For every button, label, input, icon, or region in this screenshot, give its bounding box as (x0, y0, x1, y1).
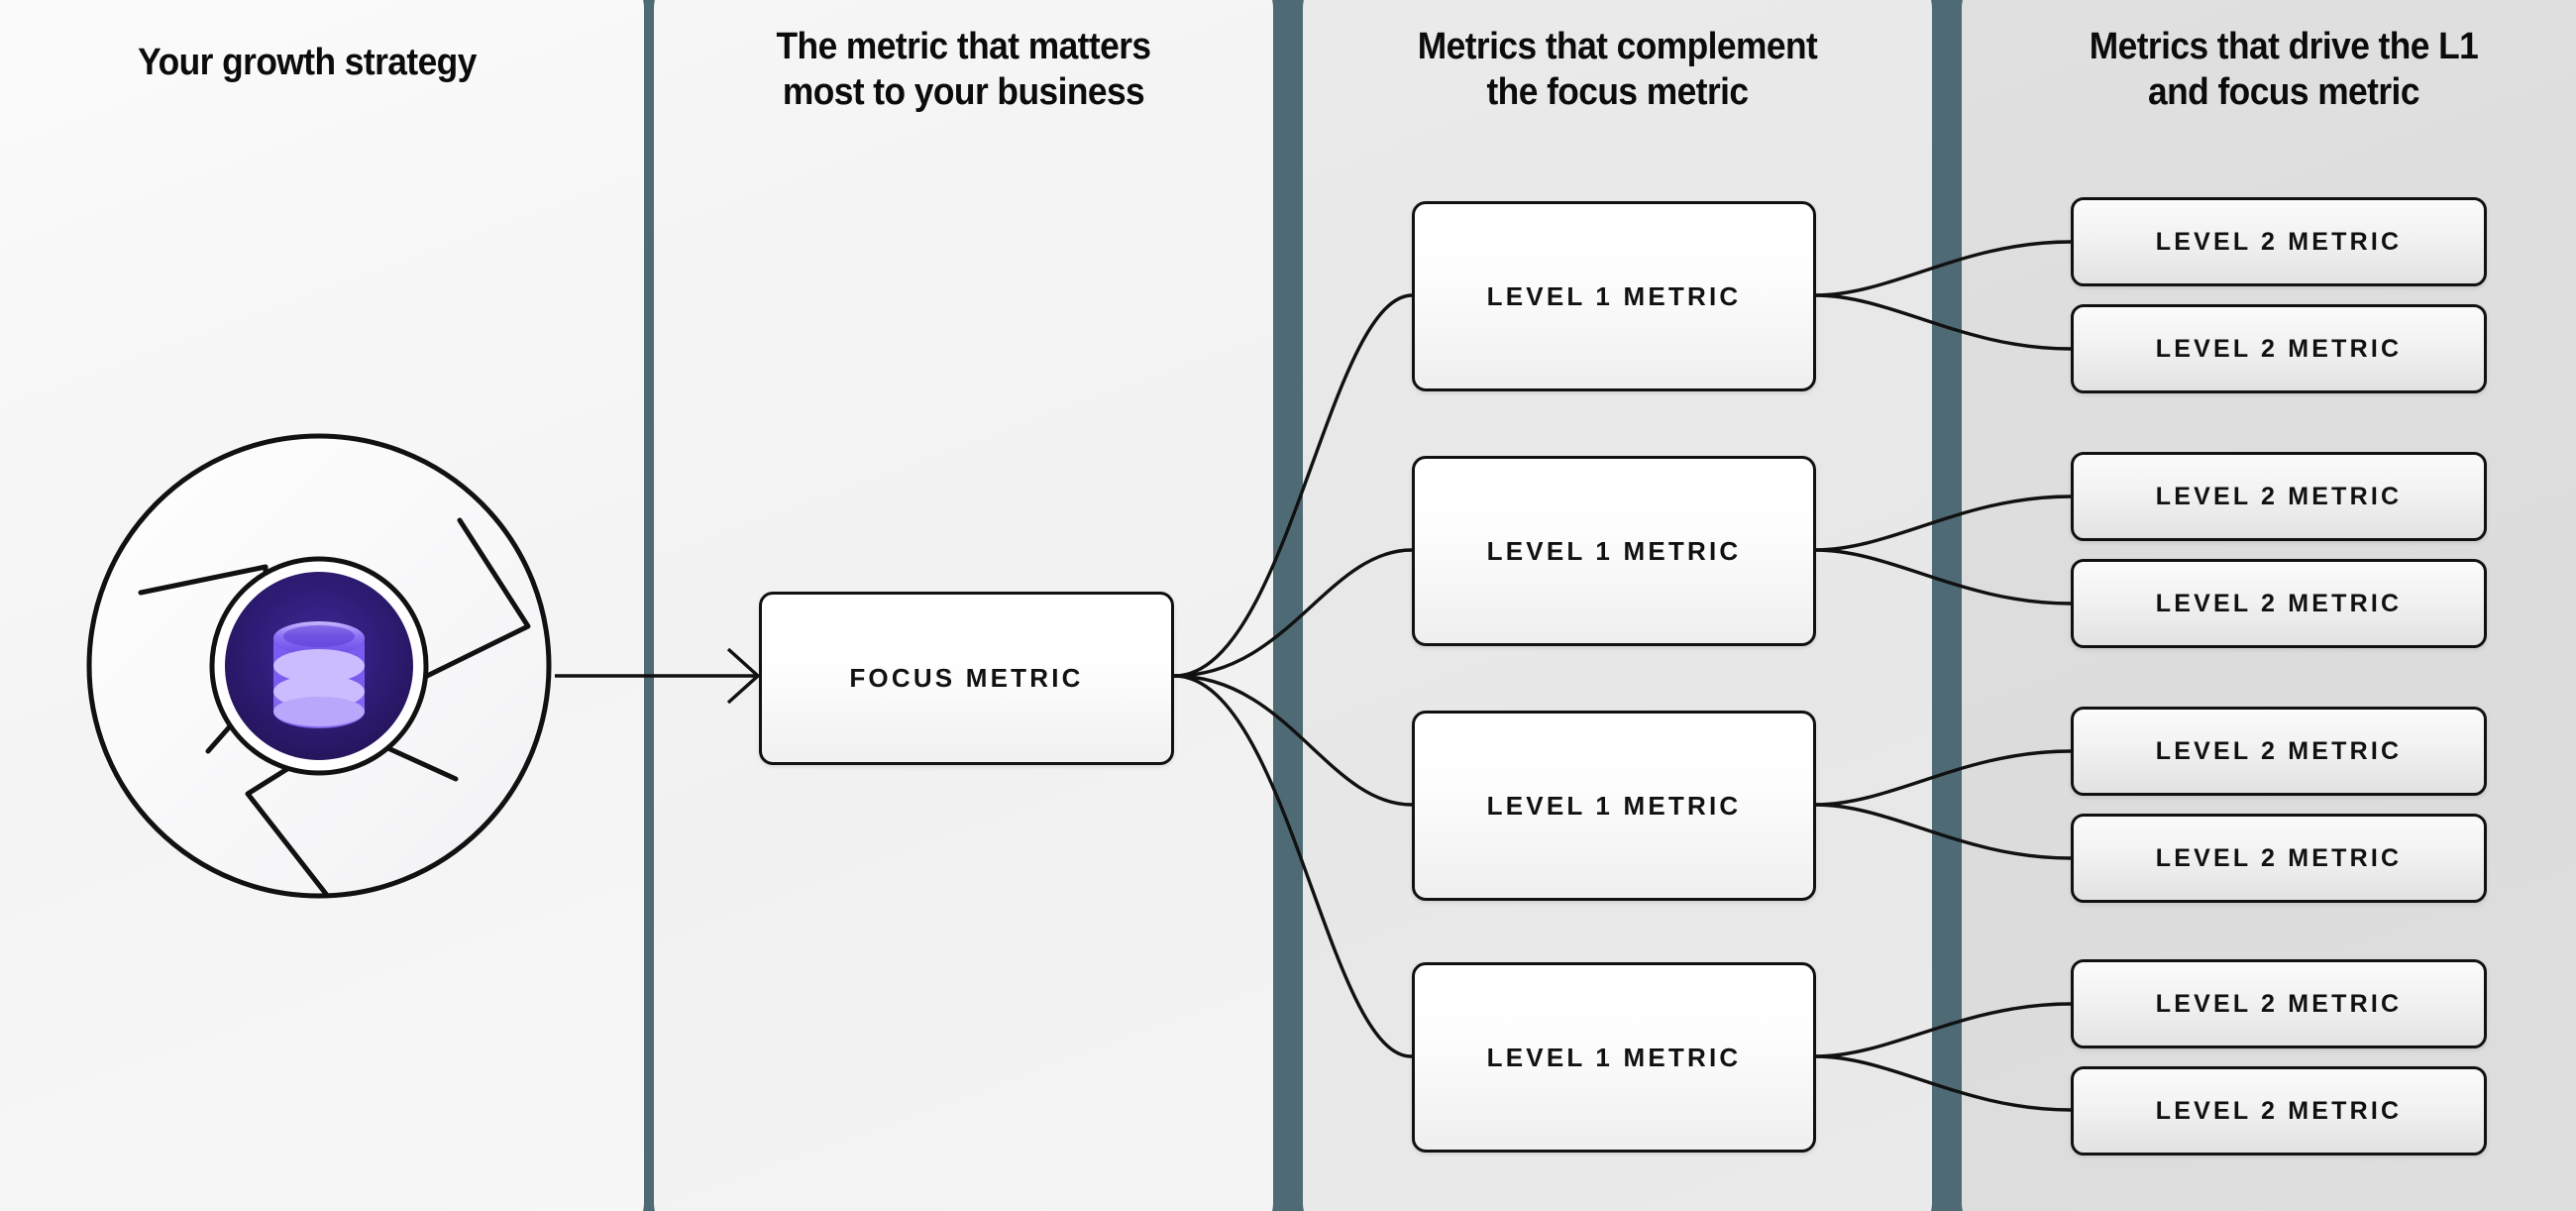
node-level2-metric-8[interactable]: LEVEL 2 METRIC (2071, 1066, 2487, 1156)
node-level2-metric-1[interactable]: LEVEL 2 METRIC (2071, 197, 2487, 286)
database-icon (273, 621, 365, 728)
panel-header-growth-strategy: Your growth strategy (138, 42, 477, 83)
panel-header-level2-line2: and focus metric (2148, 71, 2419, 114)
panel-header-focus-line1: The metric that matters (776, 26, 1152, 67)
node-level1-metric-4[interactable]: LEVEL 1 METRIC (1412, 962, 1816, 1153)
node-level2-metric-5[interactable]: LEVEL 2 METRIC (2071, 707, 2487, 796)
panel-header-focus-line2: most to your business (782, 71, 1145, 114)
node-level2-metric-4[interactable]: LEVEL 2 METRIC (2071, 559, 2487, 648)
panel-header-level1-line1: Metrics that complement (1417, 26, 1818, 67)
node-focus-metric[interactable]: FOCUS METRIC (759, 592, 1174, 765)
growth-strategy-logo (86, 433, 552, 899)
node-level2-metric-6[interactable]: LEVEL 2 METRIC (2071, 814, 2487, 903)
node-level2-metric-3[interactable]: LEVEL 2 METRIC (2071, 452, 2487, 541)
node-level1-metric-1[interactable]: LEVEL 1 METRIC (1412, 201, 1816, 391)
node-level2-metric-2[interactable]: LEVEL 2 METRIC (2071, 304, 2487, 393)
panel-header-level1-line2: the focus metric (1486, 71, 1749, 114)
panel-header-level2: Metrics that drive the L1 and focus metr… (1985, 24, 2576, 116)
panel-header-level1: Metrics that complement the focus metric (1325, 24, 1910, 116)
panel-header-focus-metric: The metric that matters most to your bus… (676, 24, 1251, 116)
node-level2-metric-7[interactable]: LEVEL 2 METRIC (2071, 959, 2487, 1048)
node-level1-metric-3[interactable]: LEVEL 1 METRIC (1412, 711, 1816, 901)
node-level1-metric-2[interactable]: LEVEL 1 METRIC (1412, 456, 1816, 646)
panel-header-level2-line1: Metrics that drive the L1 (2089, 26, 2479, 67)
